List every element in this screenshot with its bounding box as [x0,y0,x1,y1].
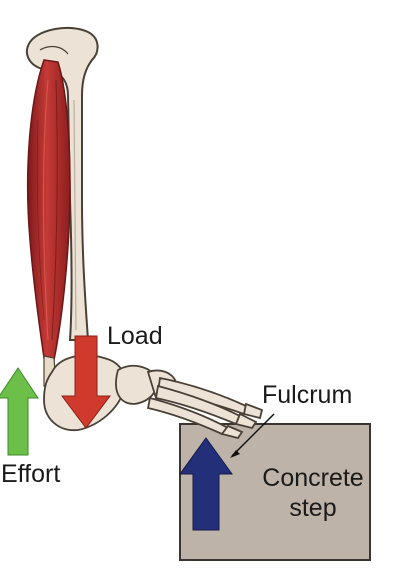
fulcrum-arrow [179,437,233,531]
load-label: Load [107,322,163,350]
load-arrow [61,335,111,429]
concrete-step-label: Concrete step [258,463,368,523]
effort-arrow [0,367,39,456]
calf-muscle [26,59,71,361]
concrete-step-label-line2: step [289,494,337,522]
concrete-step-label-line1: Concrete [262,464,364,492]
fulcrum-label: Fulcrum [262,381,353,409]
fulcrum-pointer [230,413,275,458]
effort-label: Effort [1,460,61,488]
